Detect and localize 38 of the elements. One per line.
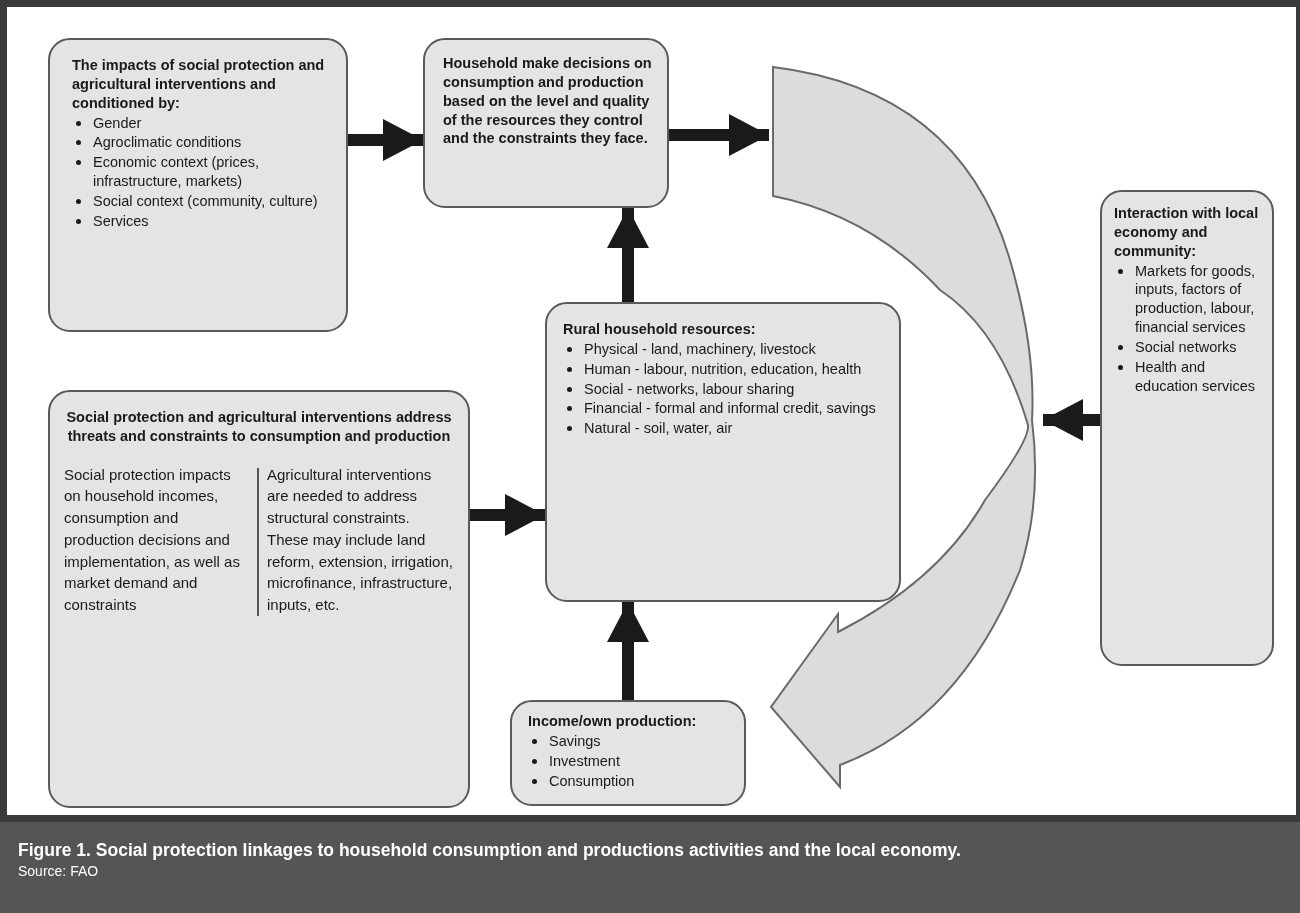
bullet-item: Savings — [549, 731, 601, 751]
bullet-item: Social - networks, labour sharing — [584, 379, 795, 399]
text-box — [510, 700, 746, 806]
bullet-item: Investment — [549, 751, 620, 771]
heading: Interaction with local economy and community: — [1114, 204, 1260, 261]
bullet-item: Agroclimatic conditions — [93, 133, 242, 153]
bullet-item: Physical - land, machinery, livestock — [584, 339, 816, 359]
block-arrow — [470, 494, 545, 536]
source-note: Source: FAO — [18, 863, 99, 879]
bullet-item: Human - labour, nutrition, education, health — [584, 359, 862, 379]
bullet-item: Natural - soil, water, air — [584, 419, 733, 439]
bullet-item: Markets for goods, inputs, factors of production, labour, financial services — [1135, 261, 1257, 337]
block-arrow — [669, 114, 769, 156]
bullet-item: Social networks — [1135, 337, 1237, 357]
block-arrow — [607, 602, 649, 700]
heading: The impacts of social protection and agricultural interventions and conditioned by: — [72, 56, 326, 113]
block-arrow — [607, 208, 649, 302]
column-text: Agricultural interventions are needed to address structural constraints. These may include land reform, extension, irrigation, microfinance, infrastructure, inputs, etc. — [267, 464, 454, 616]
bullet-item: Social context (community, culture) — [93, 191, 318, 211]
block-arrow — [348, 119, 423, 161]
bullet-item: Financial - formal and informal credit, savings — [584, 399, 876, 419]
text-box — [48, 390, 470, 808]
text-box — [1100, 190, 1274, 666]
text-box — [545, 302, 901, 602]
block-arrow — [1043, 399, 1100, 441]
column-text: Social protection impacts on household incomes, consumption and production decisions and implementation, as well as market demand and constraints — [64, 464, 241, 616]
text-box — [423, 38, 669, 208]
bullet-item: Health and education services — [1135, 357, 1257, 396]
box-text: Household make decisions on consumption and production based on the level and quality of the resources they control and the constraints they face. — [443, 54, 653, 149]
bullet-item: Gender — [93, 113, 142, 133]
bullet-item: Economic context (prices, infrastructure, markets) — [93, 153, 260, 191]
figure-caption: Figure 1. Social protection linkages to household consumption and productions activities and the local economy. — [18, 840, 961, 861]
text-box — [48, 38, 348, 332]
bullet-item: Consumption — [549, 771, 635, 791]
heading: Rural household resources: — [563, 320, 757, 339]
heading: Social protection and agricultural interventions address threats and constraints to consumption and production — [65, 408, 453, 446]
heading: Income/own production: — [528, 712, 698, 731]
bullet-item: Services — [93, 211, 149, 231]
